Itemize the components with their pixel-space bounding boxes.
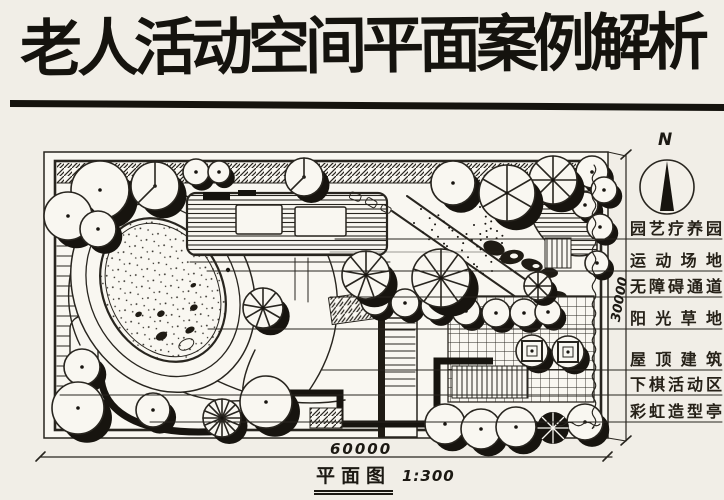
legend-label-barrier-free-path: 无障碍通道 [630, 277, 722, 296]
drawing-caption: 平面图 [314, 461, 394, 495]
legend-label-sunshine-lawn: 阳光草地 [630, 309, 722, 328]
drawing-scale: 1:300 [402, 467, 455, 485]
page-title: 老人活动空间平面案例解析 [19, 5, 705, 86]
dimension-lines [35, 149, 632, 462]
legend-label-sports-field: 运动场地 [630, 251, 722, 270]
legend-label-therapy-garden: 园艺疗养园 [630, 219, 722, 238]
bridge-walkway [378, 317, 418, 438]
horizontal-dimension: 60000 [330, 440, 393, 458]
north-label: N [658, 130, 673, 150]
legend-label-rainbow-pavilion: 彩虹造型亭 [630, 402, 722, 421]
shrub-hedge [555, 164, 601, 430]
planting-strip [544, 237, 572, 269]
leader-lines [59, 238, 723, 423]
title-underline-bar [10, 100, 724, 111]
legend-label-rooftop-building: 屋顶建筑 [630, 350, 722, 369]
legend-label-chess-area: 下棋活动区 [630, 375, 722, 394]
north-arrow [639, 159, 695, 215]
tree-symbols [43, 155, 623, 457]
